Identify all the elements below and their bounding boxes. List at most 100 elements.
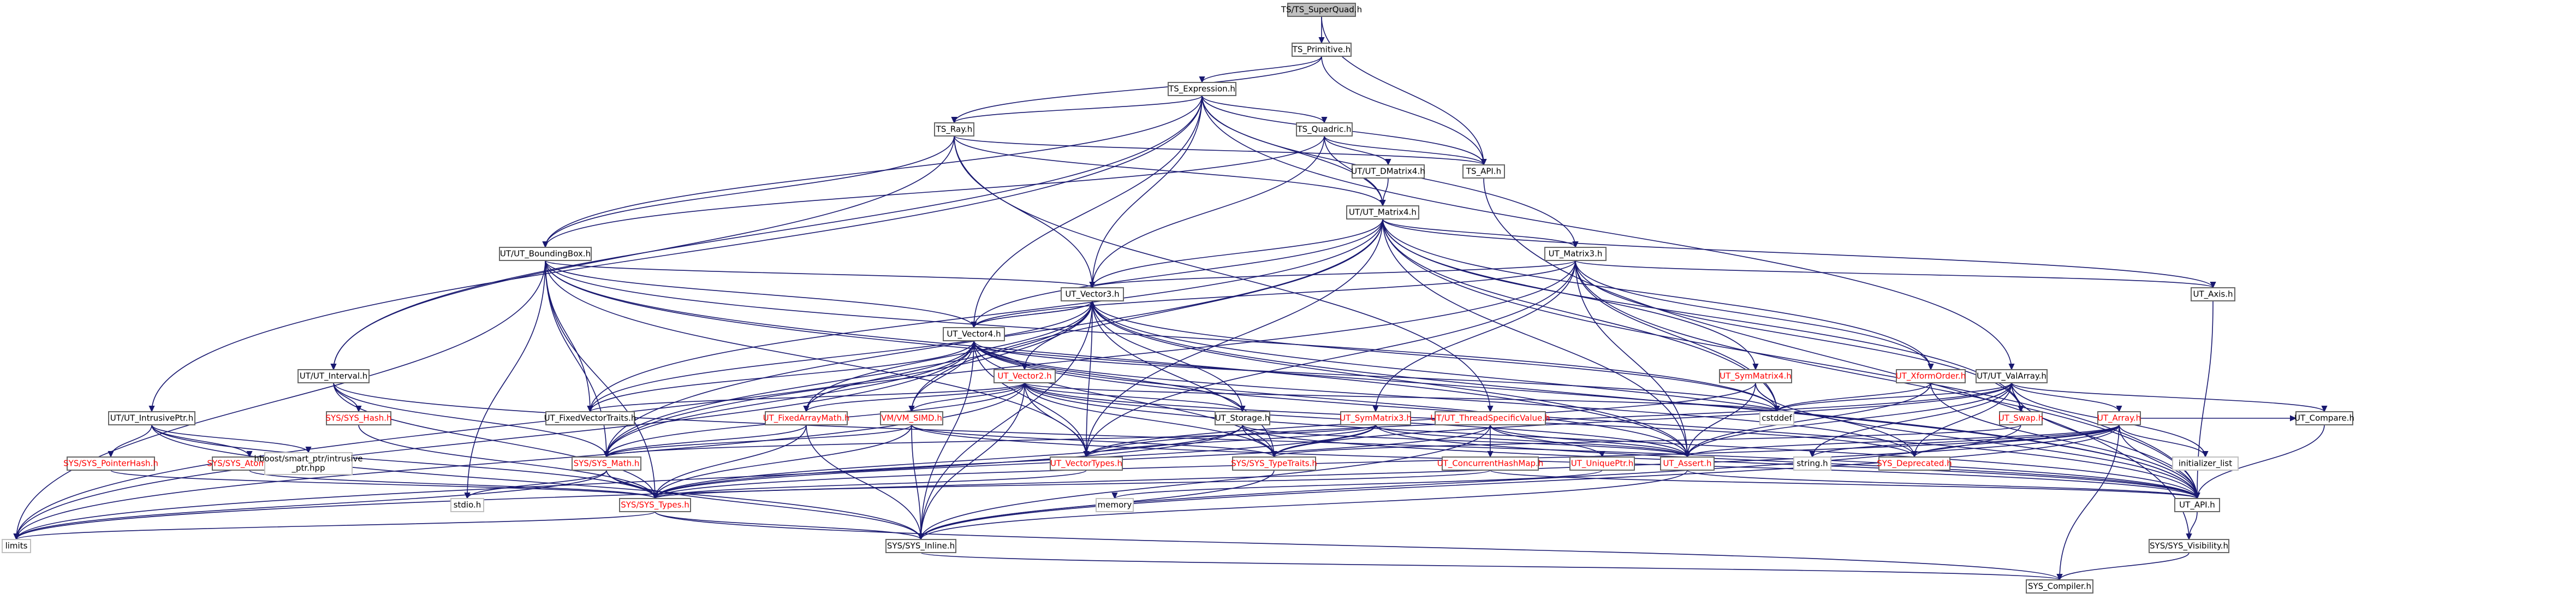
node-utassert[interactable]: UT_Assert.h: [1660, 456, 1715, 471]
node-box: [67, 456, 155, 471]
edge-threadspecific-to-utassert: [1490, 424, 1687, 457]
node-sysinline[interactable]: SYS/SYS_Inline.h: [885, 539, 956, 553]
node-utapi[interactable]: UT_API.h: [2174, 498, 2220, 512]
edge-interval-to-utapi: [333, 382, 2197, 499]
edge-fixedarraymath-to-sysmath: [606, 424, 807, 457]
node-label: SYS/SYS_TypeTraits.h: [1231, 459, 1317, 469]
edge-expression-to-vector3: [1092, 95, 1203, 288]
edge-boundingbox-to-limits: [16, 260, 546, 539]
node-swap[interactable]: UT_Swap.h: [1998, 411, 2043, 425]
node-vector2[interactable]: UT_Vector2.h: [993, 369, 1056, 383]
node-box: [298, 369, 370, 383]
edge-sysmath-to-limits: [16, 470, 607, 539]
edge-xformorder-to-offsetof: [1777, 382, 1931, 412]
node-boundingbox[interactable]: UT/UT_BoundingBox.h: [499, 247, 592, 261]
node-box: [2149, 539, 2229, 553]
node-box: [1896, 369, 1966, 383]
edge-visibility-to-compiler: [2060, 552, 2190, 580]
node-label: SYS/SYS_Hash.h: [325, 413, 391, 424]
node-label: UT_Vector2.h: [997, 371, 1051, 382]
node-label: UT/UT_ThreadSpecificValue.h: [1430, 413, 1550, 424]
node-matrix3[interactable]: UT_Matrix3.h: [1544, 247, 1607, 261]
edge-matrix4-to-vector3: [1092, 218, 1383, 288]
node-visibility[interactable]: SYS/SYS_Visibility.h: [2149, 539, 2229, 553]
node-label: SYS_Deprecated.h: [1877, 459, 1952, 469]
edge-uniqueptr-to-memory: [1115, 470, 1603, 499]
node-pointerhash[interactable]: SYS/SYS_PointerHash.h: [63, 456, 158, 471]
node-quadric[interactable]: TS_Quadric.h: [1296, 122, 1353, 137]
edge-valarray-to-vectortypes: [1086, 382, 2012, 457]
node-label: limits: [5, 541, 28, 551]
node-label: UT/UT_Interval.h: [300, 371, 368, 382]
edge-valarray-to-utapi: [2011, 382, 2197, 499]
node-fixedvectortraits[interactable]: UT_FixedVectorTraits.h: [544, 411, 636, 425]
node-label: cstddef: [1762, 413, 1792, 423]
edge-matrix3-to-vector4: [974, 260, 1576, 328]
node-box: [1462, 164, 1505, 179]
node-symmatrix4[interactable]: UT_SymMatrix4.h: [1719, 369, 1792, 383]
node-xformorder[interactable]: UT_XformOrder.h: [1896, 369, 1966, 383]
edge-quadric-to-tsapi: [1324, 135, 1484, 165]
node-label: VM/VM_SIMD.h: [881, 413, 942, 424]
node-label: UT/UT_DMatrix4.h: [1351, 167, 1425, 177]
node-expression[interactable]: TS_Expression.h: [1168, 82, 1236, 96]
node-array[interactable]: UT_Array.h: [2097, 411, 2141, 425]
edge-array-to-deprecated: [1914, 424, 2120, 457]
node-label: SYS/SYS_Inline.h: [887, 541, 955, 551]
node-dmatrix4[interactable]: UT/UT_DMatrix4.h: [1351, 164, 1425, 179]
edge-vector4-to-storage: [973, 340, 1242, 412]
node-systypes[interactable]: SYS/SYS_Types.h: [619, 498, 691, 512]
edge-vector3-to-storage: [1092, 300, 1242, 412]
node-box: [1544, 247, 1607, 261]
node-fixedarraymath[interactable]: UT_FixedArrayMath.h: [763, 411, 850, 425]
edge-matrix4-to-fixedvectortraits: [590, 218, 1383, 412]
edge-valarray-to-array: [2011, 382, 2119, 412]
edge-vector3-to-fixedarraymath: [806, 300, 1093, 412]
node-vmsimd[interactable]: VM/VM_SIMD.h: [880, 411, 943, 425]
node-valarray[interactable]: UT/UT_ValArray.h: [1976, 369, 2048, 383]
node-intrusiveptr[interactable]: UT/UT_IntrusivePtr.h: [108, 411, 195, 425]
node-compare[interactable]: UT_Compare.h: [2294, 411, 2354, 425]
edge-array-to-limits: [16, 424, 2120, 539]
node-interval[interactable]: UT/UT_Interval.h: [298, 369, 370, 383]
node-superquad: TS/TS_SuperQuad.h: [1281, 3, 1362, 17]
edge-vector3-to-fixedvectortraits: [590, 300, 1093, 412]
node-symmatrix3[interactable]: UT_SymMatrix3.h: [1340, 411, 1412, 425]
node-box: [2026, 579, 2093, 594]
edge-vector4-to-sysinline: [921, 340, 974, 539]
node-label: SYS_Compiler.h: [2028, 582, 2091, 592]
edge-expression-to-intrusiveptr: [152, 95, 1203, 412]
node-threadspecific[interactable]: UT/UT_ThreadSpecificValue.h: [1430, 411, 1550, 425]
edge-matrix3-to-swap: [1575, 260, 2021, 412]
node-label: TS_Quadric.h: [1296, 124, 1351, 135]
node-typetraits[interactable]: SYS/SYS_TypeTraits.h: [1231, 456, 1317, 471]
edge-expression-to-vector4: [974, 95, 1203, 328]
node-box: [1296, 122, 1353, 137]
node-primitive[interactable]: TS_Primitive.h: [1292, 43, 1352, 57]
node-tsapi[interactable]: TS_API.h: [1462, 164, 1505, 179]
node-vector4[interactable]: UT_Vector4.h: [943, 327, 1005, 341]
edge-concurrenthashmap-to-utapi: [1490, 470, 2197, 499]
node-vector3[interactable]: UT_Vector3.h: [1061, 287, 1124, 301]
node-ray[interactable]: TS_Ray.h: [934, 122, 974, 137]
node-box: [1999, 411, 2043, 425]
node-label: TS_Ray.h: [936, 124, 972, 135]
node-concurrenthashmap[interactable]: UT_ConcurrentHashMap.h: [1437, 456, 1544, 471]
edge-xformorder-to-utapi: [1930, 382, 2197, 499]
edge-ray-to-tsapi: [954, 135, 1484, 165]
node-axis[interactable]: UT_Axis.h: [2191, 287, 2235, 301]
edge-threadspecific-to-uniqueptr: [1490, 424, 1602, 457]
edge-array-to-systypes: [655, 424, 2120, 499]
edge-boundingbox-to-utassert: [545, 260, 1687, 457]
node-storage[interactable]: UT_Storage.h: [1215, 411, 1270, 425]
node-syshash[interactable]: SYS/SYS_Hash.h: [325, 411, 392, 425]
node-matrix4[interactable]: UT/UT_Matrix4.h: [1346, 205, 1419, 220]
node-box: [880, 411, 943, 425]
node-vectortypes[interactable]: UT_VectorTypes.h: [1050, 456, 1123, 471]
node-compiler[interactable]: SYS_Compiler.h: [2026, 579, 2093, 594]
node-uniqueptr[interactable]: UT_UniquePtr.h: [1569, 456, 1635, 471]
node-box: [1232, 456, 1316, 471]
node-box: [2, 539, 31, 553]
node-sysmath[interactable]: SYS/SYS_Math.h: [572, 456, 641, 471]
node-deprecated[interactable]: SYS_Deprecated.h: [1877, 456, 1952, 471]
